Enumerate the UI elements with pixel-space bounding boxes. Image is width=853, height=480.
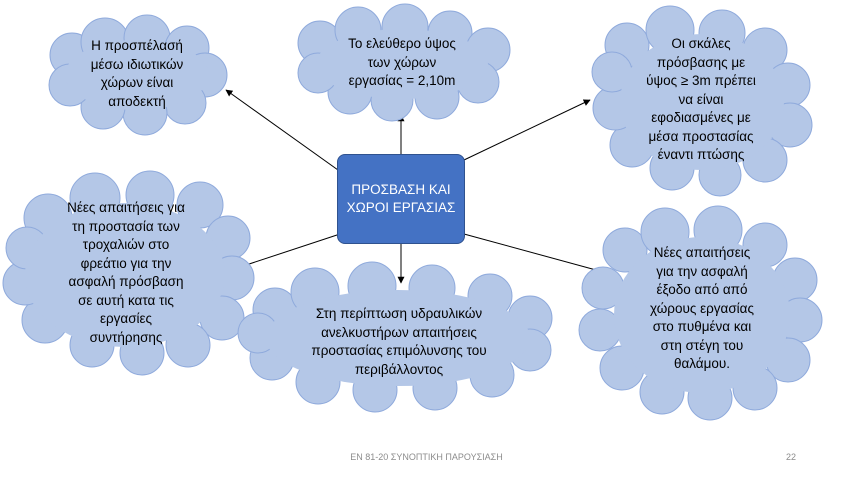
center-topic-box: ΠΡΟΣΒΑΣΗ ΚΑΙ ΧΩΡΟΙ ΕΡΓΑΣΙΑΣ [337, 154, 465, 244]
cloud-top-center [297, 3, 511, 122]
cloud-top-left [48, 14, 228, 136]
cloud-bottom-center [237, 261, 553, 413]
cloud-top-left-text: Η προσπέλασή μέσω ιδιωτικών χώρων είναι … [90, 38, 184, 109]
cloud-top-right [591, 5, 813, 197]
cloud-right [578, 205, 823, 421]
cloud-bottom-center-text: Στη περίπτωση υδραυλικών ανελκυστήρων απ… [311, 306, 487, 377]
arrow-top-left [225, 89, 346, 176]
arrow-right [463, 233, 608, 275]
footer-text: ΕΝ 81-20 ΣΥΝΟΠΤΙΚΗ ΠΑΡΟΥΣΙΑΣΗ [350, 452, 503, 462]
arrow-top-right [463, 99, 591, 161]
cloud-mid-left-text: Νέες απαιτήσεις για τη προστασία των τρο… [67, 200, 185, 345]
arrow-mid-left [233, 233, 341, 271]
cloud-top-center-text: Το ελεύθερο ύψος των χώρων εργασίας = 2,… [348, 36, 456, 89]
cloud-right-text: Νέες απαιτήσεις για την ασφαλή έξοδο από… [650, 245, 754, 372]
cloud-mid-left [2, 170, 255, 376]
page-number: 22 [785, 452, 796, 462]
cloud-top-right-text: Οι σκάλες πρόσβασης με ύψος ≥ 3m πρέπει … [646, 36, 756, 163]
